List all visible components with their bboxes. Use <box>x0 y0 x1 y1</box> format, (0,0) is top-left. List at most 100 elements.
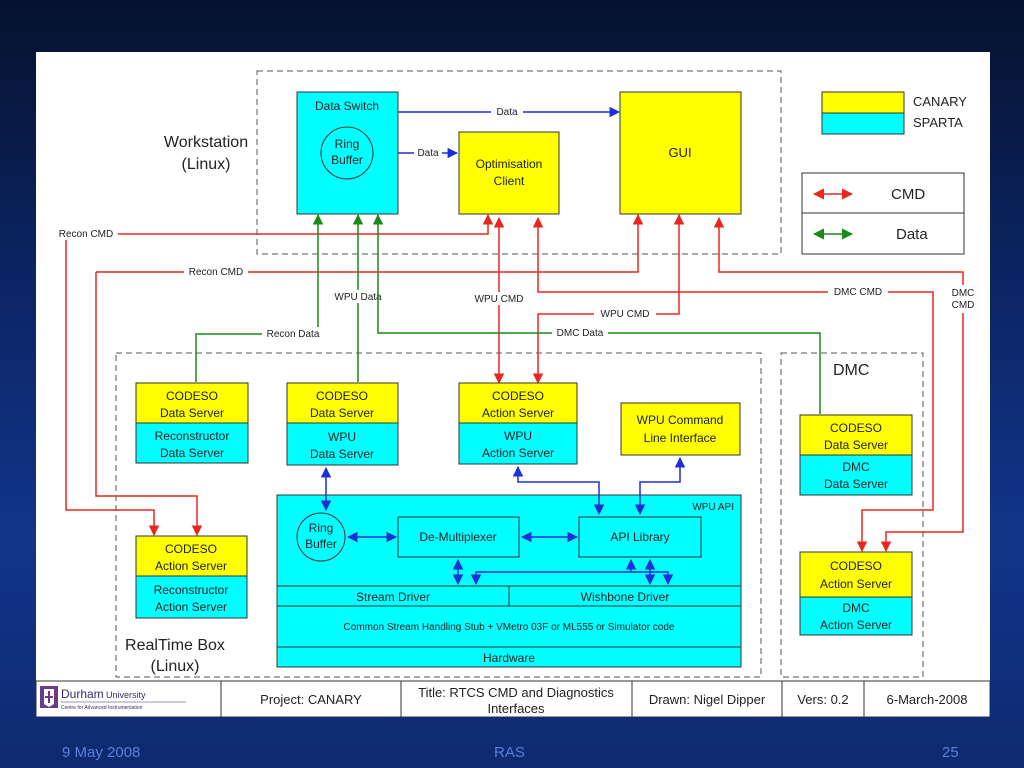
svg-text:Action Server: Action Server <box>155 600 227 614</box>
svg-text:API Library: API Library <box>610 530 669 544</box>
legend-sparta-swatch <box>821 112 905 135</box>
svg-text:WPU Command: WPU Command <box>637 413 724 427</box>
wpu-data-label: WPU Data <box>334 292 382 303</box>
dmc-data-server-box: CODESO Data Server DMC Data Server <box>799 414 913 496</box>
recon-data-label: Recon Data <box>267 329 320 340</box>
svg-text:Ring: Ring <box>309 521 334 535</box>
svg-text:DMC: DMC <box>842 460 870 474</box>
svg-text:WPU: WPU <box>328 430 356 444</box>
demux-box <box>397 516 520 558</box>
dmc-region-label: DMC <box>833 362 869 379</box>
svg-text:Data Server: Data Server <box>824 477 888 491</box>
legend-sparta-label: SPARTA <box>913 115 963 130</box>
recon-cmd-line-1 <box>66 213 494 235</box>
svg-text:Data Server: Data Server <box>160 446 224 460</box>
wpu-cmd-line-2 <box>532 213 685 385</box>
workstation-label: Workstation <box>164 134 248 151</box>
recon-cmd-line-2 <box>96 213 644 273</box>
svg-text:Stream Driver: Stream Driver <box>356 590 430 604</box>
svg-text:CODESO: CODESO <box>316 389 368 403</box>
version-cell: Vers: 0.2 <box>797 692 848 707</box>
legend-cmd-label: CMD <box>891 186 925 203</box>
wpu-action-server-box: CODESO Action Server WPU Action Server <box>458 382 578 465</box>
wpu-cmd-label-2: WPU CMD <box>601 309 650 320</box>
svg-text:Data Switch: Data Switch <box>315 99 379 113</box>
recon-cmd-line-2-down <box>95 272 203 537</box>
footer-date: 9 May 2008 <box>62 744 141 761</box>
recon-action-server-box: CODESO Action Server Reconstructor Actio… <box>135 535 248 619</box>
svg-text:Data Server: Data Server <box>310 406 374 420</box>
footer-org: RAS <box>494 744 525 761</box>
svg-text:Reconstructor: Reconstructor <box>154 583 229 597</box>
svg-text:University: University <box>106 690 146 700</box>
svg-text:Wishbone Driver: Wishbone Driver <box>581 590 670 604</box>
legend-data-label: Data <box>896 226 928 243</box>
svg-text:Action Server: Action Server <box>482 446 554 460</box>
svg-text:Reconstructor: Reconstructor <box>155 429 230 443</box>
workstation-region <box>256 70 782 255</box>
bus-link <box>470 571 674 586</box>
svg-text:Data Server: Data Server <box>824 438 888 452</box>
hardware-box <box>276 646 742 668</box>
dmc-action-server-box: CODESO Action Server DMC Action Server <box>799 551 913 636</box>
dmc-cmd-label: DMC CMD <box>834 287 882 298</box>
svg-text:Action Server: Action Server <box>820 618 892 632</box>
svg-text:Common Stream Handling Stub +: Common Stream Handling Stub + VMetro 03F… <box>344 622 675 633</box>
dmc-cmd-label-2-line2: CMD <box>952 300 975 311</box>
svg-text:Data Server: Data Server <box>310 447 374 461</box>
ring-buffer-2-circle <box>296 512 346 562</box>
svg-text:GUI: GUI <box>668 145 691 160</box>
svg-text:Ring: Ring <box>335 137 360 151</box>
realtime-box-os-label: (Linux) <box>151 658 200 675</box>
optimisation-client-box: Optimisation Client <box>458 131 560 215</box>
svg-text:Centre for Advanced Instrument: Centre for Advanced Instrumentation <box>61 705 143 711</box>
wpu-api-block: WPU API Ring Buffer De-Multiplexer API L… <box>276 494 742 668</box>
data-to-opt-label: Data <box>417 148 439 159</box>
realtime-box-label: RealTime Box <box>125 637 225 654</box>
recon-cmd-label-1: Recon CMD <box>59 229 113 240</box>
title-cell-line2: Interfaces <box>487 701 545 716</box>
svg-text:Action Server: Action Server <box>820 577 892 591</box>
date-cell: 6-March-2008 <box>887 692 968 707</box>
recon-cmd-label-2: Recon CMD <box>189 267 243 278</box>
system-diagram: Workstation (Linux) RealTime Box (Linux)… <box>36 70 990 717</box>
wpu-cli-box: WPU Command Line Interface <box>620 402 741 456</box>
dmc-data-label: DMC Data <box>557 328 604 339</box>
wpu-cmd-label-1: WPU CMD <box>475 294 524 305</box>
svg-text:Action Server: Action Server <box>482 406 554 420</box>
recon-data-line <box>195 213 324 382</box>
svg-text:Client: Client <box>494 174 525 188</box>
wpu-as-to-api-link <box>512 465 605 516</box>
svg-text:WPU: WPU <box>504 429 532 443</box>
svg-text:CODESO: CODESO <box>492 389 544 403</box>
realtime-box-region <box>115 352 762 678</box>
footer-page-number: 25 <box>942 744 959 761</box>
svg-text:CODESO: CODESO <box>830 421 882 435</box>
ring-buffer-circle <box>320 126 374 180</box>
svg-text:Hardware: Hardware <box>483 651 535 665</box>
api-to-cli-link <box>634 456 686 516</box>
svg-text:De-Multiplexer: De-Multiplexer <box>419 530 496 544</box>
legend-canary-label: CANARY <box>913 94 967 109</box>
svg-text:CODESO: CODESO <box>165 542 217 556</box>
legend-canary-swatch <box>821 91 905 114</box>
drawn-cell: Drawn: Nigel Dipper <box>649 692 766 707</box>
recon-cmd-line-1-down <box>65 234 160 537</box>
svg-text:CODESO: CODESO <box>166 389 218 403</box>
svg-text:Data Server: Data Server <box>160 406 224 420</box>
svg-text:Buffer: Buffer <box>305 537 337 551</box>
title-block: Durham University Centre for Advanced In… <box>36 680 990 717</box>
wpu-api-label: WPU API <box>692 502 734 513</box>
svg-text:Action Server: Action Server <box>155 559 227 573</box>
durham-logo: Durham University Centre for Advanced In… <box>40 686 186 711</box>
workstation-os-label: (Linux) <box>182 156 231 173</box>
svg-text:DMC: DMC <box>842 601 870 615</box>
svg-text:Durham: Durham <box>61 687 104 701</box>
wpu-data-server-box: CODESO Data Server WPU Data Server <box>286 382 399 466</box>
project-cell: Project: CANARY <box>260 692 362 707</box>
gui-box: GUI <box>619 91 742 215</box>
data-to-gui-label: Data <box>496 107 518 118</box>
title-cell-line1: Title: RTCS CMD and Diagnostics <box>418 685 614 700</box>
dmc-cmd-line-2 <box>713 216 964 553</box>
svg-text:CODESO: CODESO <box>830 559 882 573</box>
